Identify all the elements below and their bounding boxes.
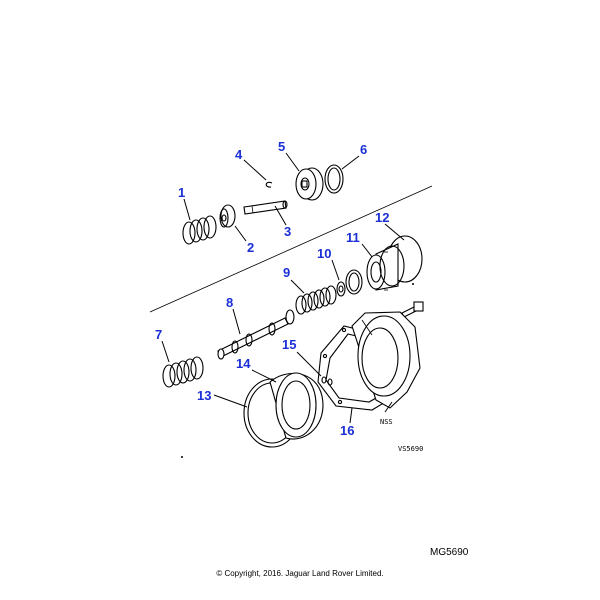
callout-1: 1 bbox=[178, 185, 185, 200]
part-12-piston bbox=[366, 235, 423, 291]
part-5-housing bbox=[295, 167, 324, 201]
callout-14: 14 bbox=[236, 356, 251, 371]
callout-8: 8 bbox=[226, 295, 233, 310]
callout-5: 5 bbox=[278, 139, 285, 154]
callout-9: 9 bbox=[283, 265, 290, 280]
part-14-cover bbox=[269, 372, 324, 440]
callout-4: 4 bbox=[235, 147, 243, 162]
callout-12: 12 bbox=[375, 210, 389, 225]
callout-13: 13 bbox=[197, 388, 211, 403]
dot-marker bbox=[181, 456, 183, 458]
part-9-spring bbox=[285, 285, 337, 325]
part-10-washer bbox=[336, 281, 346, 297]
callout-16: 16 bbox=[340, 423, 354, 438]
part-4-clip bbox=[265, 181, 273, 188]
callout-3: 3 bbox=[284, 224, 291, 239]
callout-2: 2 bbox=[247, 240, 254, 255]
part-3-pin bbox=[243, 200, 288, 215]
part-7-spring bbox=[162, 356, 204, 388]
part-8-valve-stem bbox=[217, 317, 289, 360]
callout-15: 15 bbox=[282, 337, 296, 352]
part-1-spring bbox=[182, 215, 217, 245]
cylinder-housing bbox=[351, 311, 421, 409]
part-11-o-ring bbox=[345, 269, 363, 295]
part-2-cup bbox=[219, 204, 236, 228]
callout-10: 10 bbox=[317, 246, 331, 261]
nss-label: NSS bbox=[380, 418, 393, 426]
reference-code: MG5690 bbox=[430, 547, 469, 558]
dot-marker bbox=[412, 283, 414, 285]
bolt bbox=[401, 301, 424, 318]
callout-6: 6 bbox=[360, 142, 367, 157]
divider-line bbox=[149, 185, 433, 313]
callout-11: 11 bbox=[346, 230, 360, 245]
callout-7: 7 bbox=[155, 327, 162, 342]
copyright-notice: © Copyright, 2016. Jaguar Land Rover Lim… bbox=[216, 569, 384, 578]
part-6-o-ring bbox=[324, 164, 344, 194]
drawing-code: VS5690 bbox=[398, 445, 423, 453]
